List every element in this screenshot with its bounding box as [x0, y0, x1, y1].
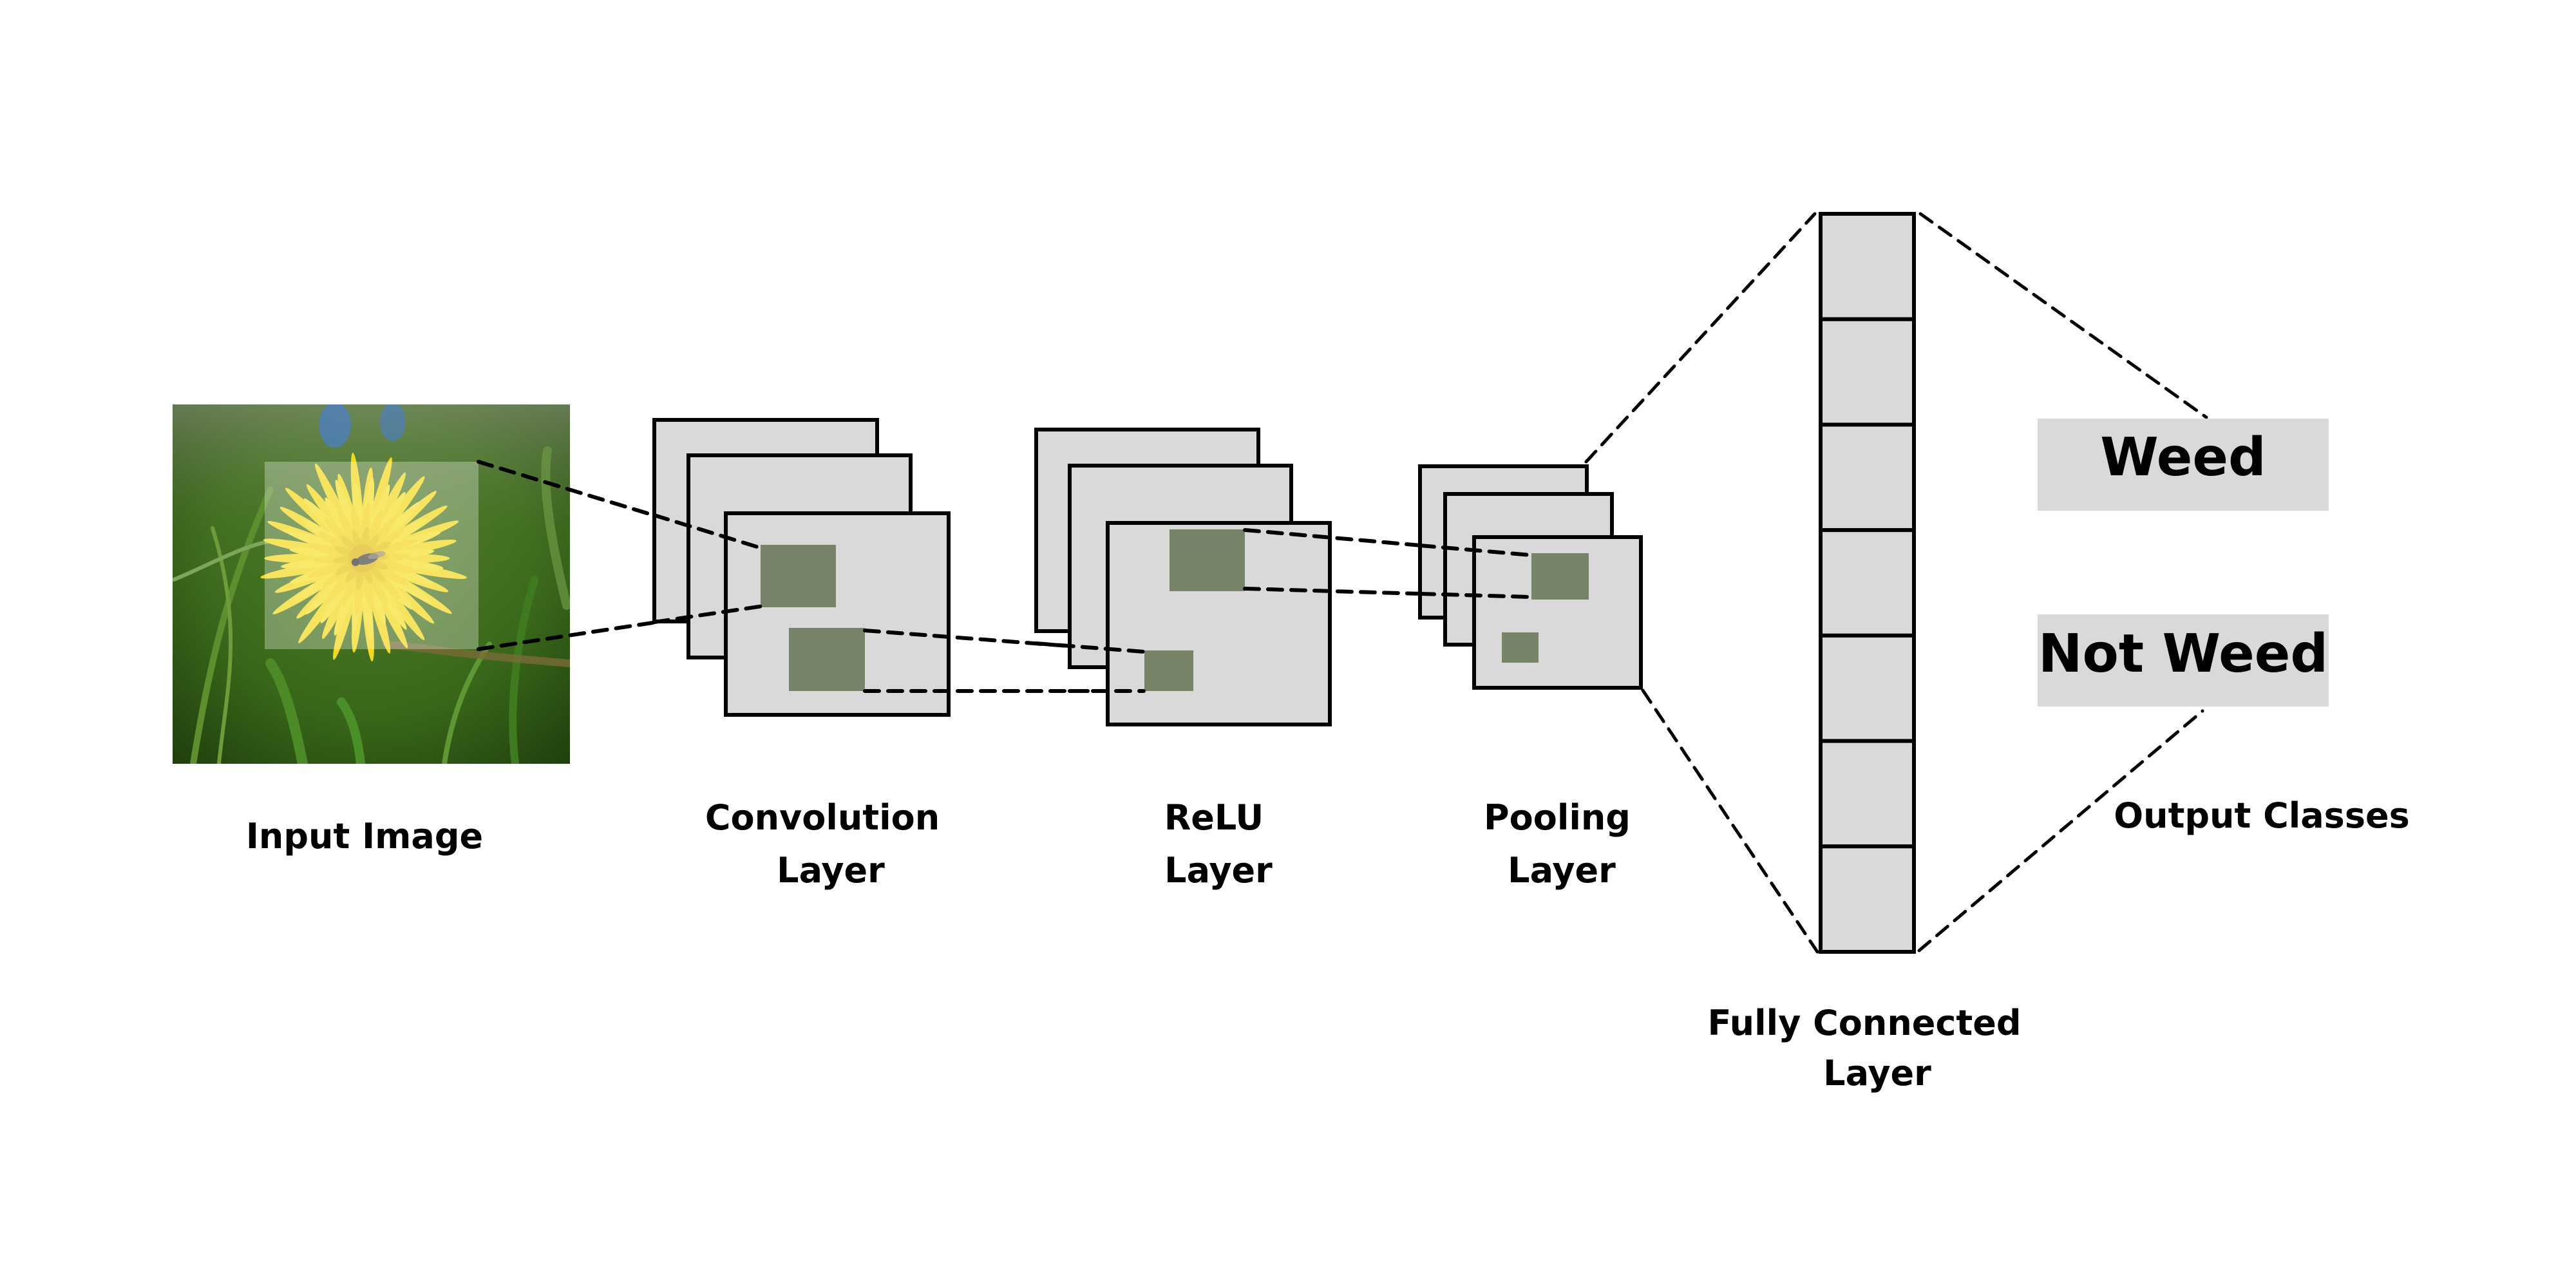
label-input-image: Input Image [246, 816, 483, 857]
connector-relu-pool-top-overlay [1418, 544, 1533, 557]
activation-patch [1144, 650, 1193, 691]
label-relu-layer-line2: Layer [1164, 850, 1273, 891]
label-convolution-layer-line2: Layer [777, 850, 885, 891]
pooled-patch [1531, 553, 1589, 600]
convolution-layer [652, 418, 951, 717]
fc-neuron [1819, 212, 1916, 321]
connector-input-conv-top-overlay [652, 513, 765, 551]
receptive-patch [761, 545, 836, 607]
class-box [2038, 614, 2329, 706]
label-output-classes: Output Classes [2114, 795, 2410, 836]
class-label: Weed [2100, 427, 2266, 488]
connector-relu-pool-bottom-overlay [1418, 592, 1533, 599]
connector-input-conv-top [477, 460, 765, 551]
fc-neuron [1819, 317, 1916, 427]
fc-neuron [1819, 844, 1916, 954]
connector-pool-fc-bottom [1641, 688, 1819, 954]
fc-neuron [1819, 633, 1916, 743]
label-fully-connected-layer: Fully Connected [1707, 1003, 2021, 1043]
fly-insect [352, 551, 386, 566]
fc-neuron [1819, 422, 1916, 533]
output-class-not-weed: Not Weed [2038, 614, 2329, 706]
connector-input-conv-bottom-overlay [652, 604, 765, 624]
fully-connected-layer [1819, 212, 1916, 954]
class-box [2038, 419, 2329, 511]
grass-blades [173, 446, 570, 764]
receptive-field-highlight [265, 462, 478, 649]
label-convolution-layer: Convolution [705, 797, 940, 838]
connector-fc-not-weed [1917, 709, 2204, 952]
output-class-weed: Weed [2038, 419, 2329, 511]
activation-patch [1170, 529, 1245, 591]
pooling-layer [1418, 464, 1643, 690]
fc-neuron [1819, 739, 1916, 849]
receptive-patch [789, 628, 865, 691]
label-pooling-layer: Pooling [1484, 797, 1631, 838]
label-fully-connected-layer-line2: Layer [1823, 1053, 1931, 1094]
class-label: Not Weed [2038, 623, 2328, 685]
input-image [173, 404, 570, 764]
connector-fc-weed [1918, 212, 2208, 419]
blue-blur-2 [380, 404, 406, 441]
fc-neuron [1819, 528, 1916, 638]
relu-layer [1034, 428, 1332, 726]
label-relu-layer: ReLU [1164, 797, 1264, 838]
blue-blur [319, 404, 351, 448]
connector-conv-relu-top-overlay [1034, 641, 1146, 654]
connector-pool-fc-top [1584, 212, 1817, 464]
label-pooling-layer-line2: Layer [1508, 850, 1616, 891]
pooled-patch [1502, 632, 1539, 663]
